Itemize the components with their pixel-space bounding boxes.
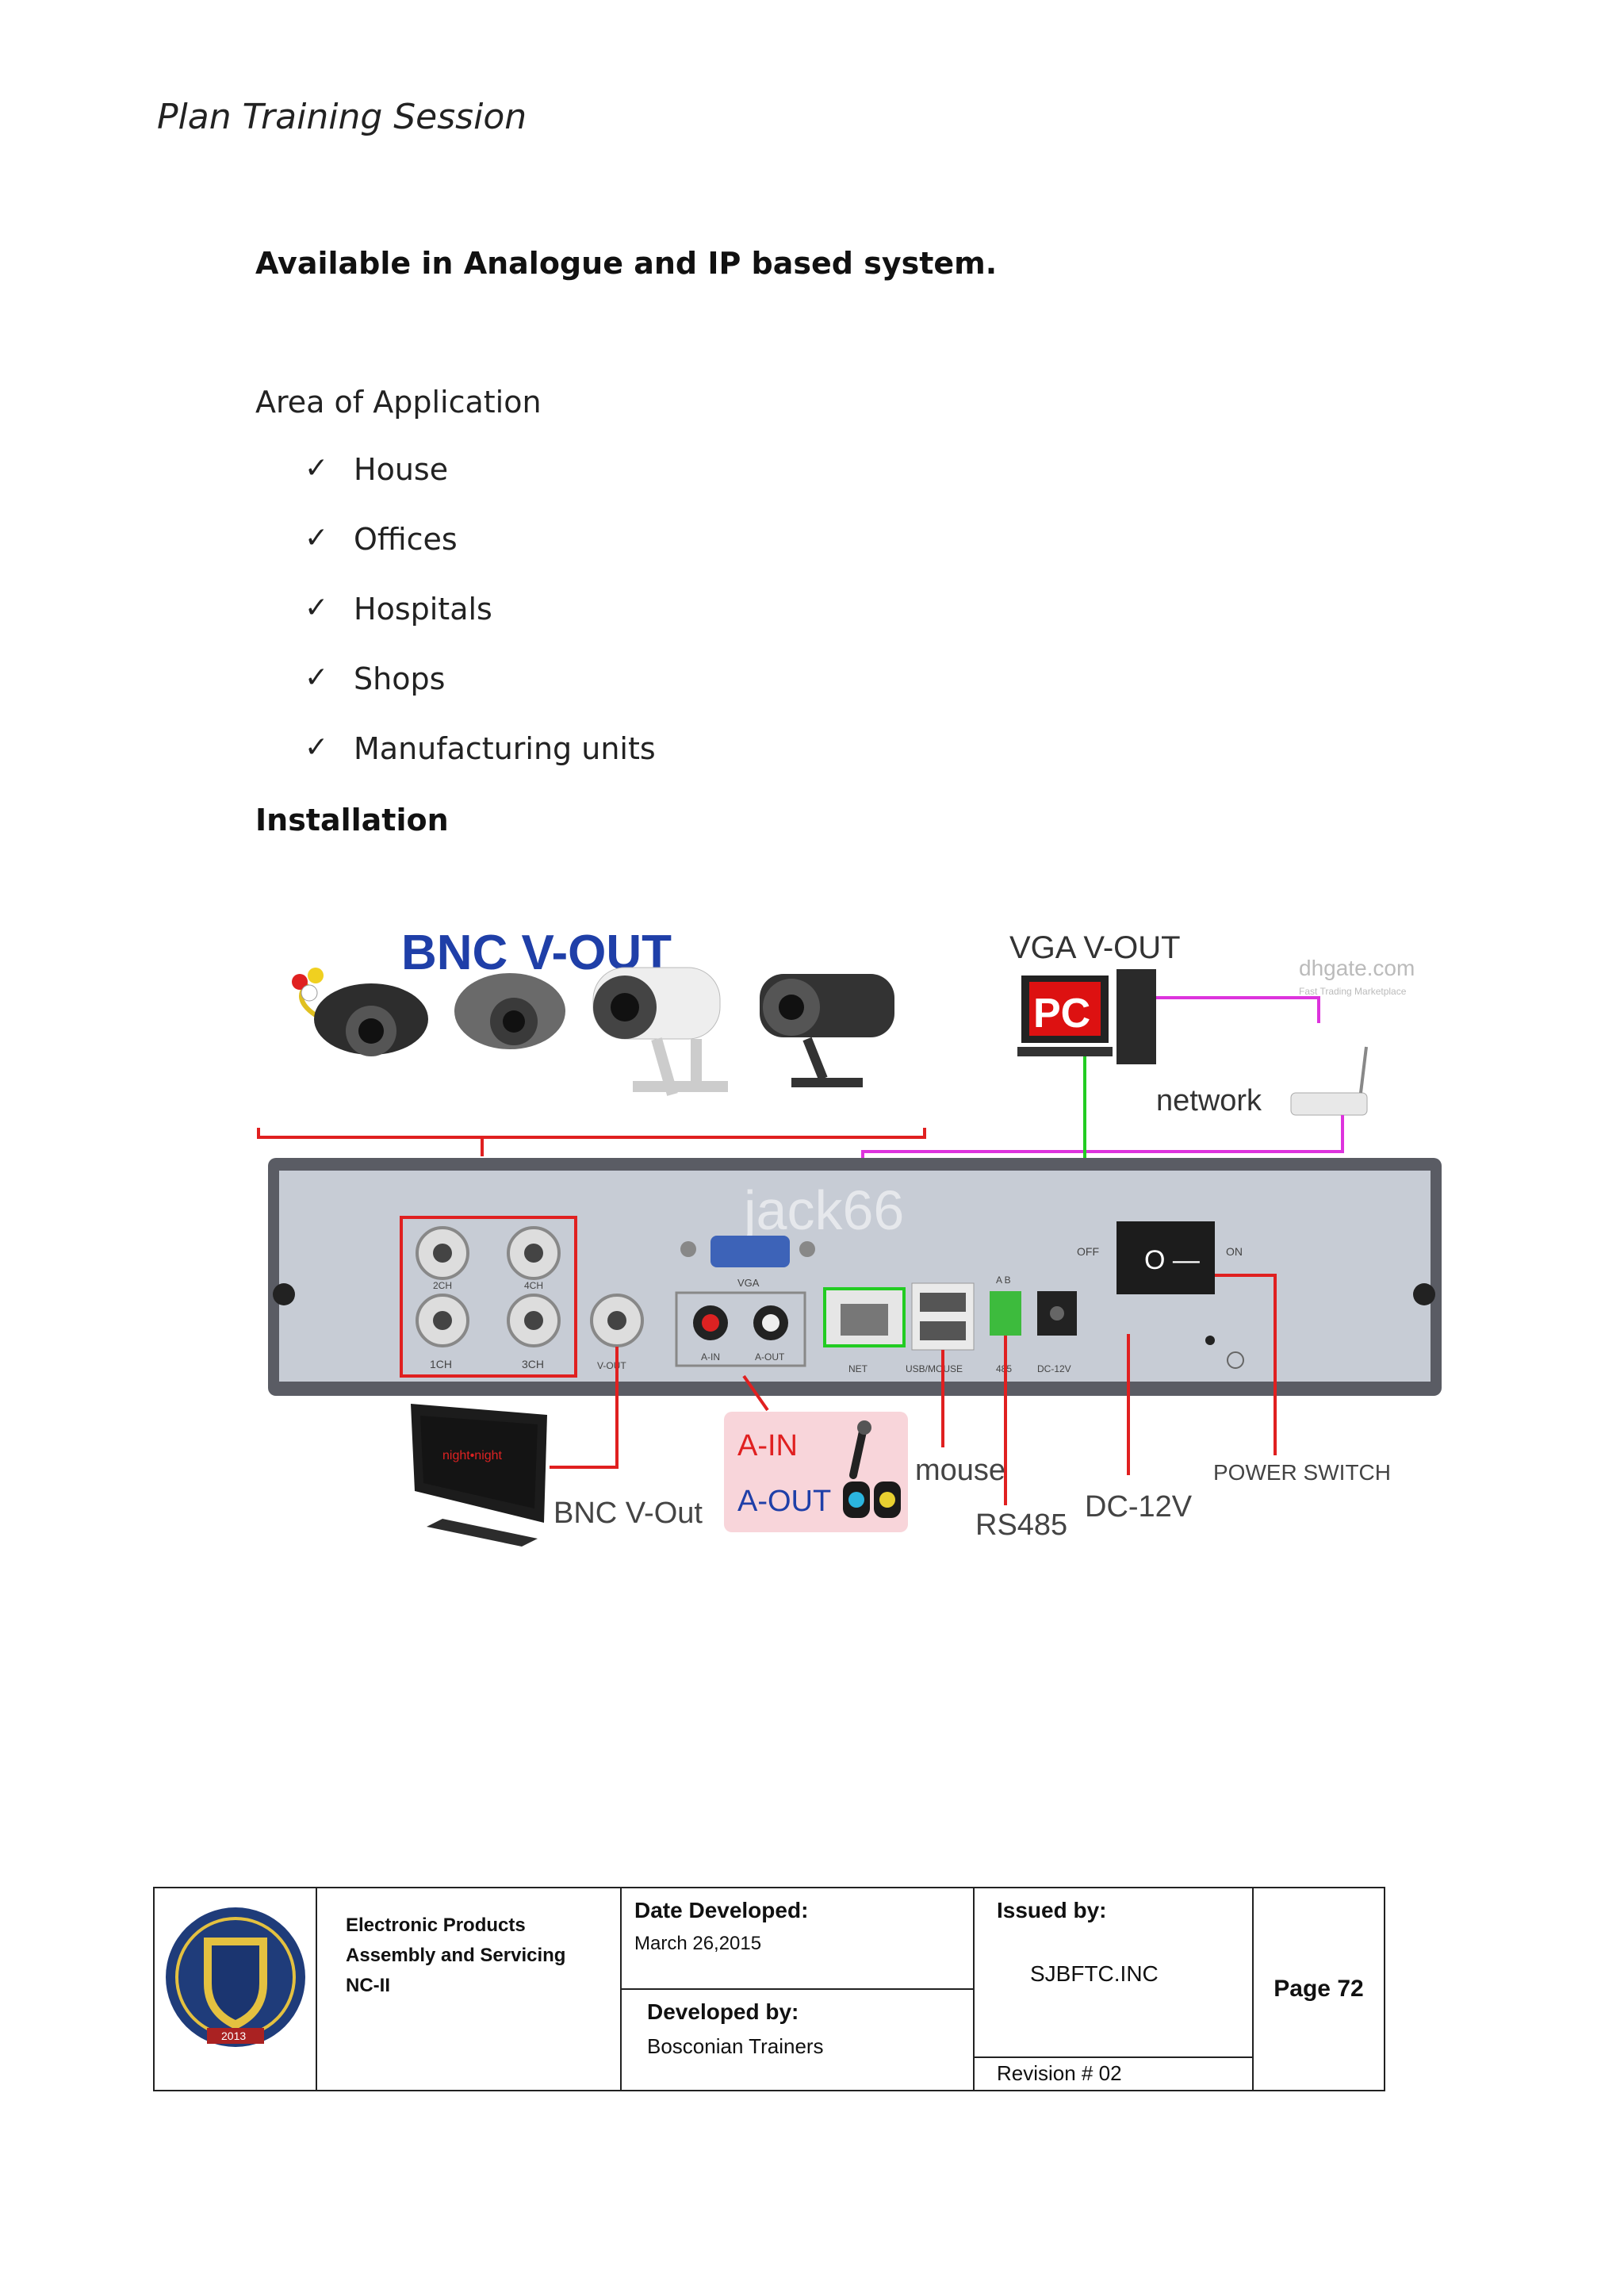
course-name: Electronic Products Assembly and Servici… [317,1888,622,2090]
list-item-label: Manufacturing units [354,731,656,766]
list-item: ✓ Offices [304,522,656,592]
date-developed-cell: Date Developed: March 26,2015 [622,1888,975,1990]
pc-icon [1017,969,1156,1064]
camera-icon [454,973,565,1049]
site-tagline: Fast Trading Marketplace [1299,986,1407,997]
list-item: ✓ Manufacturing units [304,731,656,801]
a-out-callout: A-OUT [737,1485,831,1518]
port-label-2ch: 2CH [433,1280,452,1291]
system-availability-text: Available in Analogue and IP based syste… [255,246,998,281]
port-label-ain: A-IN [701,1351,720,1363]
port-label-on: ON [1226,1245,1243,1258]
mouse-callout: mouse [915,1454,1005,1487]
port-label-ab: A B [996,1274,1011,1286]
issued-by-label: Issued by: [997,1898,1107,1922]
port-label-aout: A-OUT [755,1351,785,1363]
port-label-dc: DC-12V [1037,1363,1071,1374]
power-switch-callout: POWER SWITCH [1213,1460,1391,1485]
check-icon: ✓ [304,452,329,485]
check-icon: ✓ [304,661,329,694]
bnc-port-icon [590,1294,644,1347]
port-label-4ch: 4CH [524,1280,543,1291]
page-header-title: Plan Training Session [157,97,527,137]
school-seal-logo: 2013 [166,1907,305,2047]
port-label-vout: V-OUT [597,1360,626,1371]
vga-vout-label: VGA V-OUT [1009,930,1181,965]
date-developed-label: Date Developed: [634,1898,809,1922]
monitor-icon [411,1404,547,1547]
pc-label: PC [1033,991,1090,1037]
speaker-icon [874,1481,901,1518]
bnc-vout-callout: BNC V-Out [553,1497,703,1530]
application-list: ✓ House ✓ Offices ✓ Hospitals ✓ Shops ✓ Manuf… [304,452,656,801]
rs485-callout: RS485 [975,1508,1067,1542]
bnc-port-icon [507,1294,561,1347]
camera-icon [292,968,428,1056]
check-icon: ✓ [304,522,329,554]
document-footer-table: 2013 Electronic Products Assembly and Se… [153,1887,1385,2091]
list-item-label: Offices [354,522,458,557]
monitor-screen-text: night•night [442,1449,503,1462]
dc12v-callout: DC-12V [1085,1490,1193,1524]
check-icon: ✓ [304,731,329,764]
camera-icon [592,967,728,1096]
check-icon: ✓ [304,592,329,624]
issued-by-cell: Issued by: SJBFTC.INC [975,1888,1254,2058]
list-item-label: Hospitals [354,592,492,627]
port-label-1ch: 1CH [430,1358,452,1370]
list-item-label: Shops [354,661,446,696]
area-of-application-label: Area of Application [255,385,542,420]
port-label-net: NET [848,1363,868,1374]
network-label: network [1156,1084,1262,1117]
a-in-callout: A-IN [737,1429,798,1462]
microphone-icon [849,1420,871,1479]
camera-icon [760,974,894,1087]
dvr-installation-diagram: BNC V-OUT VGA V-OUT PC dhgate.com Fast T… [252,920,1457,1547]
bnc-port-icon [416,1294,469,1347]
list-item: ✓ House [304,452,656,522]
footer-logo-cell: 2013 [155,1888,317,2090]
list-item-label: House [354,452,449,487]
developed-by-cell: Developed by: Bosconian Trainers [622,1990,975,2090]
port-label-3ch: 3CH [522,1358,544,1370]
power-switch-mark: O — [1144,1245,1200,1275]
installation-heading: Installation [255,803,449,838]
audio-in-port-icon [693,1305,728,1340]
date-developed-value: March 26,2015 [634,1933,762,1954]
developed-by-label: Developed by: [647,1999,799,2024]
svg-text:2013: 2013 [221,2030,246,2042]
revision-number: Revision # 02 [975,2058,1254,2090]
port-label-usb: USB/MOUSE [906,1363,963,1374]
audio-out-port-icon [753,1305,788,1340]
speaker-icon [843,1481,870,1518]
page-number: Page 72 [1274,1976,1364,2002]
developed-by-value: Bosconian Trainers [647,2034,824,2058]
watermark-text: jack66 [742,1179,904,1241]
list-item: ✓ Hospitals [304,592,656,661]
issued-by-value: SJBFTC.INC [1030,1961,1159,1986]
port-label-vga: VGA [737,1277,760,1289]
list-item: ✓ Shops [304,661,656,731]
bnc-port-icon [507,1226,561,1280]
bnc-port-icon [416,1226,469,1280]
port-label-off: OFF [1077,1245,1099,1258]
site-watermark: dhgate.com [1299,956,1415,980]
router-icon [1290,1046,1368,1116]
